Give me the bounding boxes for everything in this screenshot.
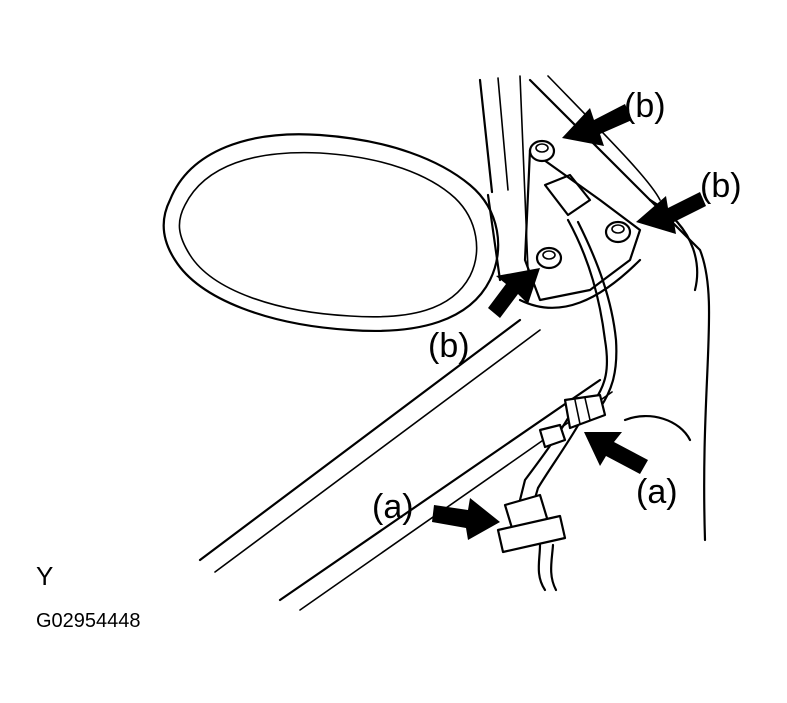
figure-code: G02954448 — [36, 610, 141, 632]
harness-connector — [496, 493, 567, 554]
arrow-a-left — [432, 498, 500, 540]
door-panel-outline — [198, 75, 711, 611]
nut-top — [528, 139, 556, 163]
callout-b-top: (b) — [624, 87, 666, 125]
arrow-b-top — [562, 104, 632, 146]
callout-b-right: (b) — [700, 167, 742, 205]
callout-a-left: (a) — [372, 488, 414, 526]
arrow-b-right — [636, 192, 706, 234]
callout-a-right: (a) — [636, 473, 678, 511]
callout-b-left: (b) — [428, 327, 470, 365]
mirror-mount-bracket — [523, 148, 642, 302]
nut-left — [535, 246, 563, 270]
view-label: Y — [36, 561, 53, 591]
arrow-b-left — [488, 268, 540, 318]
wire-clamp — [538, 393, 607, 449]
arrow-a-right — [584, 432, 648, 474]
nut-right — [604, 220, 632, 244]
mirror-housing — [162, 133, 500, 332]
wire-harness — [518, 218, 618, 592]
